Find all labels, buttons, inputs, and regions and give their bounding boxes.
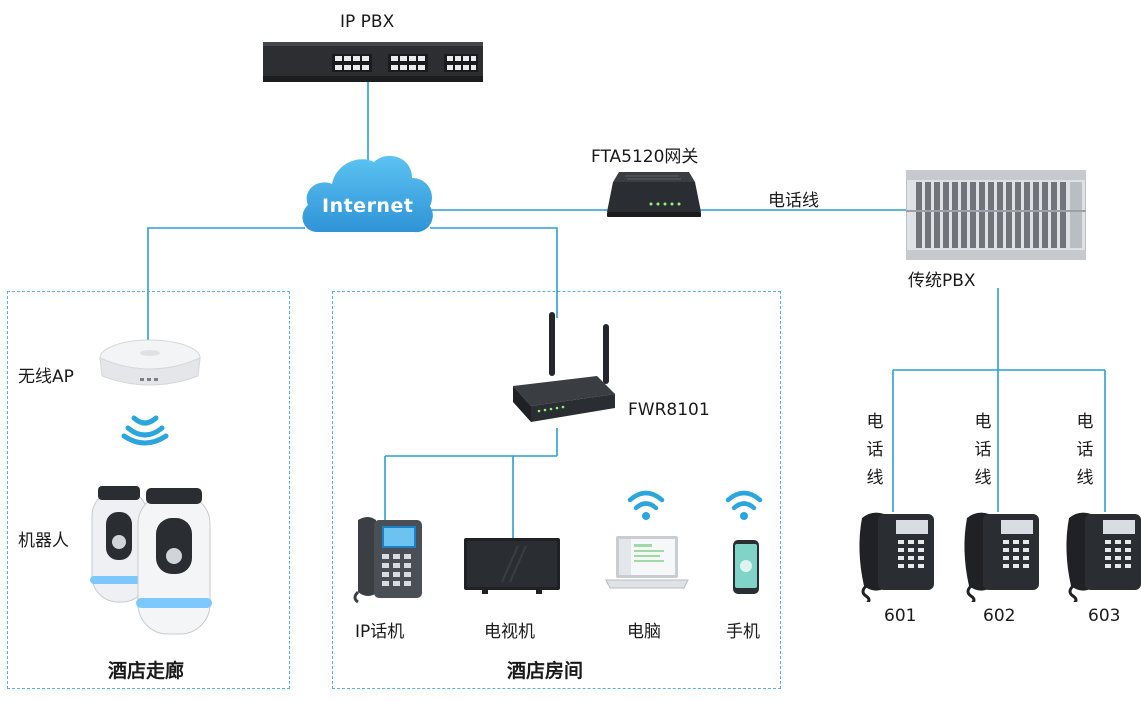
ip-phone-device xyxy=(353,517,422,604)
wifi-computer-icon xyxy=(627,490,665,520)
ip-pbx-label: IP PBX xyxy=(340,12,395,32)
char: 电 xyxy=(974,412,992,432)
mobile-label: 手机 xyxy=(726,622,760,642)
char: 电 xyxy=(1076,412,1094,432)
char: 线 xyxy=(974,468,992,488)
wireless-ap-label: 无线AP xyxy=(18,367,74,387)
fta-gateway-label: FTA5120网关 xyxy=(591,147,699,167)
robot-device xyxy=(90,486,212,635)
legacy-pbx-device xyxy=(906,170,1086,260)
fwr-router-label: FWR8101 xyxy=(628,400,710,420)
fta-gateway-device xyxy=(607,172,701,217)
char: 话 xyxy=(1076,440,1094,460)
line-internet-ap xyxy=(147,227,305,340)
desk-phone-601-icon xyxy=(859,512,934,602)
char: 电 xyxy=(866,412,884,432)
laptop-device xyxy=(605,536,689,589)
legacy-pbx-label: 传统PBX xyxy=(908,271,976,291)
corridor-label: 酒店走廊 xyxy=(108,660,185,682)
wifi-mobile-icon xyxy=(725,490,763,520)
internet-cloud-icon xyxy=(302,155,433,233)
robot-label: 机器人 xyxy=(18,531,69,551)
char: 线 xyxy=(1076,468,1094,488)
char: 线 xyxy=(866,468,884,488)
wifi-signal-icon xyxy=(121,415,169,446)
wireless-ap-device xyxy=(99,339,201,386)
phone-line-label-603: 电 话 线 xyxy=(1075,408,1095,492)
tv-label: 电视机 xyxy=(484,622,535,642)
computer-label: 电脑 xyxy=(627,622,661,642)
extension-603-label: 603 xyxy=(1088,606,1121,626)
tv-device xyxy=(464,538,560,594)
phone-line-label-602: 电 话 线 xyxy=(973,408,993,492)
char: 话 xyxy=(974,440,992,460)
mobile-device xyxy=(733,540,759,594)
ip-pbx-device xyxy=(263,42,483,82)
room-label: 酒店房间 xyxy=(507,660,584,682)
desk-phone-602-icon xyxy=(964,512,1039,602)
desk-phone-603-icon xyxy=(1066,512,1141,602)
phone-line-label-601: 电 话 线 xyxy=(865,408,885,492)
ip-phone-label: IP话机 xyxy=(355,622,405,642)
fwr-router-device xyxy=(513,312,615,422)
phone-line-label: 电话线 xyxy=(768,191,819,211)
extension-601-label: 601 xyxy=(884,606,917,626)
internet-label: Internet xyxy=(322,195,414,217)
room-zone xyxy=(332,291,781,689)
line-internet-fwr xyxy=(430,227,558,318)
corridor-zone xyxy=(7,291,290,689)
extension-602-label: 602 xyxy=(983,606,1016,626)
char: 话 xyxy=(866,440,884,460)
